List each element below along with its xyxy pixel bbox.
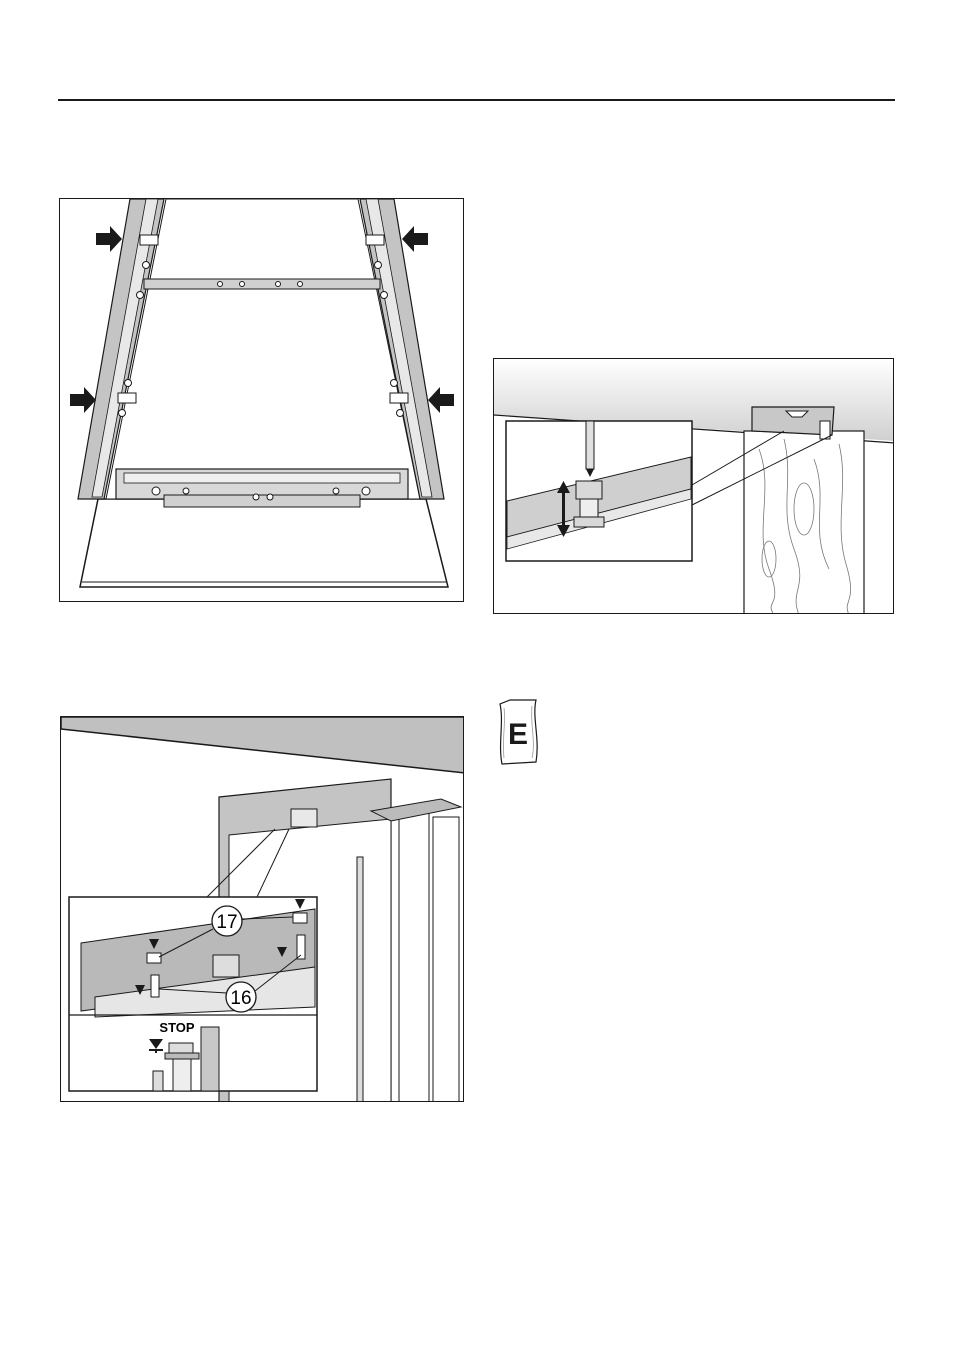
figure-height-adjustment bbox=[493, 358, 894, 614]
callout-17: 17 bbox=[216, 912, 237, 933]
height-adjustment-illustration bbox=[494, 359, 894, 614]
door-rails-illustration bbox=[60, 199, 464, 602]
figure-hinge-fixing: 17 16 STOP bbox=[60, 716, 464, 1102]
stop-label: STOP bbox=[159, 1020, 194, 1035]
bag-icon: E bbox=[496, 698, 542, 766]
accessory-pack-e: E bbox=[496, 698, 542, 766]
pack-letter: E bbox=[508, 718, 528, 751]
figure-door-rails bbox=[59, 198, 464, 602]
header-rule bbox=[58, 99, 895, 101]
callout-16: 16 bbox=[230, 988, 251, 1009]
hinge-fixing-illustration: 17 16 STOP bbox=[61, 717, 464, 1102]
